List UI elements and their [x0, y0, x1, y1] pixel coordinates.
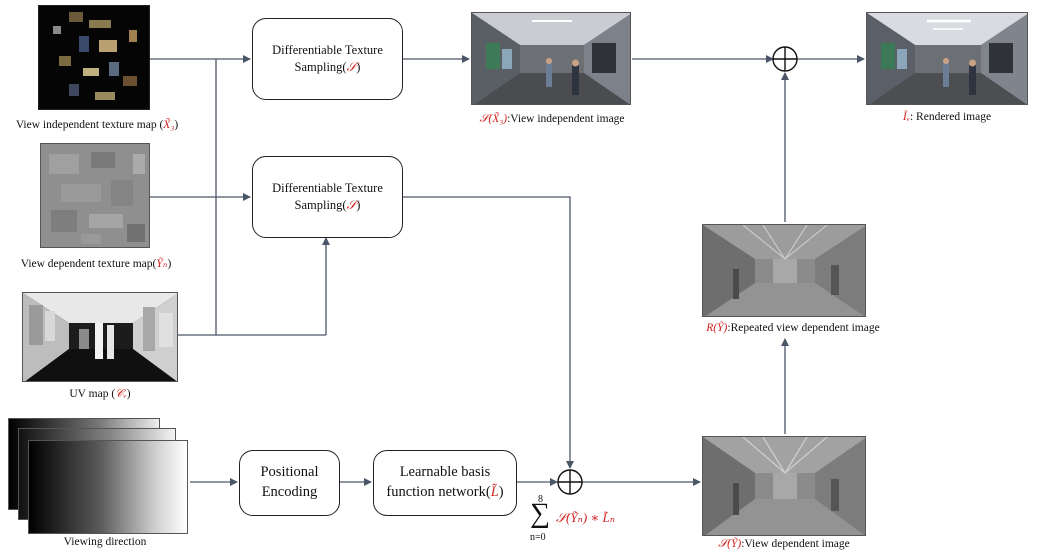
vd-image-caption: 𝒮(Ỹ):View dependent image [706, 538, 862, 551]
vi-texture-caption-close: ) [174, 119, 179, 131]
vd-image-caption-text: :View dependent image [741, 538, 850, 550]
sum-lower: n=0 [530, 532, 546, 543]
viewing-direction-caption: Viewing direction [50, 536, 160, 548]
viewing-direction-image [28, 440, 188, 534]
basis-symbol: L̃ [490, 484, 499, 500]
texture-sampling-box-1: Differentiable Texture Sampling(𝒮) [252, 18, 403, 100]
plus-circle-icon [772, 46, 798, 72]
vi-texture-symbol: X̃₃ [163, 119, 175, 131]
summation-formula: 8 ∑ n=0 𝒮(Ỹₙ) ∗ L̃ₙ [526, 494, 646, 550]
sum-body: 𝒮(Ỹₙ) ∗ L̃ₙ [556, 510, 616, 525]
posenc-line2: Encoding [261, 484, 318, 500]
sum-upper: 8 [538, 494, 543, 505]
basis-close: ) [498, 484, 504, 500]
sampling-box-1-line1: Differentiable Texture [272, 43, 383, 58]
repeated-symbol: R(Ỹ) [706, 322, 728, 334]
sampling-box-1-symbol: 𝒮 [346, 60, 357, 74]
sampling-box-2-symbol: 𝒮 [346, 198, 357, 212]
vi-image-caption: 𝒮(X̃₃):View independent image [462, 113, 642, 126]
vi-texture-caption: View independent texture map (X̃₃) [4, 119, 190, 131]
vd-texture-symbol: Ỹₙ [156, 258, 168, 270]
sum-symbol: ∑ [530, 498, 550, 529]
learnable-basis-box: Learnable basis function network(L̃) [373, 450, 517, 516]
vd-texture-map-image [40, 143, 150, 248]
vd-texture-caption-text: View dependent texture map( [20, 258, 157, 270]
sampling-box-1-close: ) [356, 60, 361, 74]
vd-texture-caption: View dependent texture map(Ỹₙ) [10, 256, 182, 270]
rendered-caption-text: : Rendered image [909, 111, 992, 123]
vi-image-symbol: 𝒮(X̃₃) [479, 113, 508, 125]
vd-image-symbol: 𝒮(Ỹ) [718, 538, 742, 550]
texture-sampling-box-2: Differentiable Texture Sampling(𝒮) [252, 156, 403, 238]
posenc-line1: Positional [260, 464, 319, 481]
vi-image-photo [471, 12, 631, 105]
uv-map-image [22, 292, 178, 382]
uv-map-caption: UV map (𝒞ᵥ) [50, 388, 150, 401]
plus-circle-icon [557, 469, 583, 495]
repeated-caption-text: :Repeated view dependent image [727, 322, 880, 334]
repeated-caption: R(Ỹ):Repeated view dependent image [700, 322, 886, 334]
rendered-image-photo [866, 12, 1028, 105]
sampling-box-2-close: ) [356, 198, 361, 212]
sampling-box-2-line1: Differentiable Texture [272, 181, 383, 196]
rendered-symbol: Ĩᵥ [902, 111, 910, 123]
uv-map-caption-close: ) [126, 388, 131, 400]
sampling-box-2-line2: Sampling( [294, 198, 347, 212]
positional-encoding-box: Positional Encoding [239, 450, 340, 516]
rendered-caption: Ĩᵥ: Rendered image [880, 111, 1014, 123]
uv-map-caption-text: UV map ( [69, 388, 116, 400]
sampling2-to-plus-arrow [403, 196, 574, 469]
viewing-direction-text: Viewing direction [63, 536, 147, 548]
vi-texture-caption-text: View independent texture map ( [15, 119, 164, 131]
vi-image-caption-text: :View independent image [507, 113, 625, 125]
basis-line2: function network( [386, 484, 491, 500]
vd-texture-caption-close: ) [167, 258, 172, 270]
uv-map-symbol: 𝒞ᵥ [115, 388, 127, 400]
basis-line1: Learnable basis [399, 464, 491, 481]
vd-image [702, 436, 866, 536]
repeated-vd-image [702, 224, 866, 317]
vi-texture-map-image [38, 5, 150, 110]
sampling-box-1-line2: Sampling( [294, 60, 347, 74]
